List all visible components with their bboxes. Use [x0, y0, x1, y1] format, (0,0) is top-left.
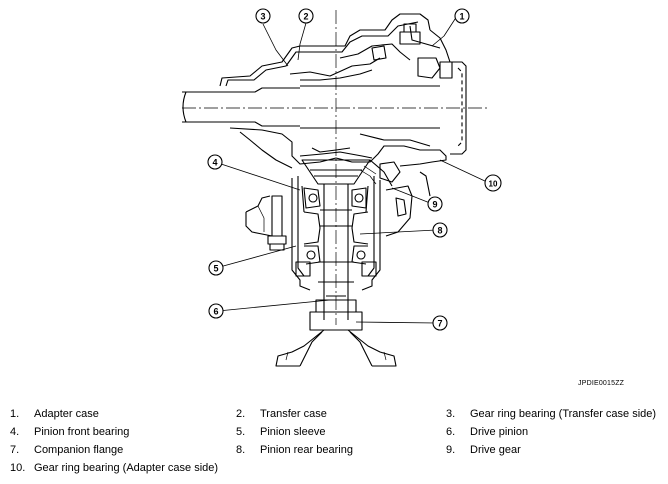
legend-label: Companion flange	[34, 444, 124, 456]
pinion-front-bearing	[301, 185, 369, 213]
callout-4: 4	[207, 154, 223, 170]
callout-7: 7	[432, 315, 448, 331]
callout-3-label: 3	[260, 12, 265, 22]
legend-item-pinion-front-bearing: 4. Pinion front bearing	[10, 426, 129, 438]
legend-label: Pinion front bearing	[34, 426, 130, 438]
legend-item-pinion-rear-bearing: 8. Pinion rear bearing	[236, 444, 353, 456]
companion-flange	[275, 299, 397, 367]
legend-label: Drive gear	[470, 444, 521, 456]
legend-item-companion-flange: 7. Companion flange	[10, 444, 123, 456]
callout-6-label: 6	[213, 307, 218, 317]
legend-num: 4.	[10, 426, 20, 438]
legend-item-pinion-sleeve: 5. Pinion sleeve	[236, 426, 325, 438]
legend-item-transfer-case: 2. Transfer case	[236, 408, 327, 420]
legend-label: Pinion sleeve	[260, 426, 326, 438]
legend-label: Adapter case	[34, 408, 99, 420]
callout-4-label: 4	[212, 158, 217, 168]
callout-5-label: 5	[213, 264, 218, 274]
leader-lines	[214, 15, 488, 324]
callout-6: 6	[208, 303, 224, 319]
callout-8-label: 8	[437, 226, 442, 236]
legend-item-drive-gear: 9. Drive gear	[446, 444, 521, 456]
legend-num: 10.	[10, 462, 26, 474]
callout-3: 3	[255, 8, 271, 24]
figure-code: JPDIE0015ZZ	[578, 380, 625, 387]
left-bolt	[245, 195, 287, 251]
legend-label: Gear ring bearing (Adapter case side)	[34, 462, 219, 474]
callout-1: 1	[454, 8, 470, 24]
callout-1-label: 1	[459, 12, 464, 22]
legend-num: 3.	[446, 408, 456, 420]
drive-pinion	[318, 184, 354, 320]
legend-label: Pinion rear bearing	[260, 444, 353, 456]
legend-num: 6.	[446, 426, 456, 438]
legend-label: Drive pinion	[470, 426, 529, 438]
legend-item-drive-pinion: 6. Drive pinion	[446, 426, 528, 438]
legend-num: 8.	[236, 444, 246, 456]
cross-section-drawing: 1 2 3 4 5 6 7 8 9 10	[182, 8, 502, 367]
callout-2-label: 2	[303, 12, 308, 22]
legend-num: 5.	[236, 426, 246, 438]
adapter-case	[371, 23, 467, 155]
output-shaft	[182, 85, 440, 129]
legend-label: Gear ring bearing (Transfer case side)	[470, 408, 657, 420]
legend-num: 2.	[236, 408, 246, 420]
pinion-sleeve	[291, 176, 381, 291]
legend-num: 9.	[446, 444, 456, 456]
drive-gear-housing	[229, 127, 447, 237]
legend-item-gear-ring-bearing-adapter: 10. Gear ring bearing (Adapter case side)	[10, 462, 218, 474]
callout-9-label: 9	[432, 200, 437, 210]
legend-item-gear-ring-bearing-transfer: 3. Gear ring bearing (Transfer case side)	[446, 408, 656, 420]
callout-7-label: 7	[437, 319, 442, 329]
center-lines	[182, 10, 488, 325]
legend-num: 7.	[10, 444, 20, 456]
callout-5: 5	[208, 260, 224, 276]
legend-item-adapter-case: 1. Adapter case	[10, 408, 99, 420]
callout-8: 8	[432, 222, 448, 238]
callout-10: 10	[484, 174, 502, 192]
pinion-bevel-gear	[301, 159, 393, 187]
transfer-case	[219, 13, 431, 87]
callout-9: 9	[427, 196, 443, 212]
parts-legend: 1. Adapter case 2. Transfer case 3. Gear ri…	[0, 404, 668, 484]
callout-10-label: 10	[489, 180, 498, 189]
legend-num: 1.	[10, 408, 20, 420]
callout-2: 2	[298, 8, 314, 24]
legend-label: Transfer case	[260, 408, 327, 420]
